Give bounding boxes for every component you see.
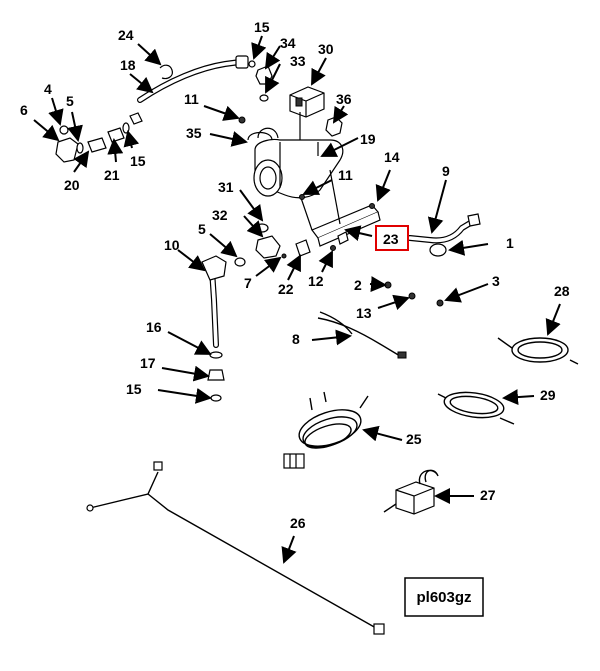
callout-18: 18 <box>120 57 136 73</box>
callout-35: 35 <box>186 125 202 141</box>
callout-4: 4 <box>44 81 52 97</box>
highlight-box-23 <box>375 225 409 251</box>
callout-15a: 15 <box>254 19 270 35</box>
callout-26: 26 <box>290 515 306 531</box>
callout-labels: 1 2 3 4 5 5 6 7 8 9 10 11 11 12 13 14 15… <box>20 19 570 531</box>
callout-36: 36 <box>336 91 352 107</box>
callout-13: 13 <box>356 305 372 321</box>
callout-19: 19 <box>360 131 376 147</box>
screw-11-upper <box>238 116 246 124</box>
reference-code: pl603gz <box>416 589 471 606</box>
callout-33: 33 <box>290 53 306 69</box>
callout-20: 20 <box>64 177 80 193</box>
callout-15b: 15 <box>130 153 146 169</box>
callout-15c: 15 <box>126 381 142 397</box>
clamp-35 <box>247 131 273 141</box>
callout-34: 34 <box>280 35 296 51</box>
exhaust-pipe <box>407 213 481 244</box>
long-harness-26 <box>86 461 385 635</box>
callout-25: 25 <box>406 431 422 447</box>
screw-3 <box>436 299 444 307</box>
callout-10: 10 <box>164 237 180 253</box>
callout-32: 32 <box>212 207 228 223</box>
control-box <box>289 86 325 118</box>
pipe-clamp <box>429 243 447 257</box>
screw-2 <box>384 281 392 289</box>
callout-1: 1 <box>506 235 514 251</box>
callout-31: 31 <box>218 179 234 195</box>
callout-5b: 5 <box>198 221 206 237</box>
reference-code-box: pl603gz <box>404 577 484 617</box>
callout-14: 14 <box>384 149 400 165</box>
callout-6: 6 <box>20 102 28 118</box>
vertical-tube <box>201 255 227 402</box>
callout-16: 16 <box>146 319 162 335</box>
callout-3: 3 <box>492 273 500 289</box>
screw-13 <box>408 292 416 300</box>
upper-hose <box>137 55 249 103</box>
callout-28: 28 <box>554 283 570 299</box>
callout-27: 27 <box>480 487 496 503</box>
top-fittings <box>248 60 273 102</box>
callout-7: 7 <box>244 275 252 291</box>
module-27 <box>383 469 439 515</box>
callout-23: 23 <box>383 231 399 247</box>
leader-arrows <box>33 35 561 564</box>
callout-11a: 11 <box>184 91 199 107</box>
callout-21: 21 <box>104 167 120 183</box>
callout-2: 2 <box>354 277 362 293</box>
callout-8: 8 <box>292 331 300 347</box>
callout-24: 24 <box>118 27 134 43</box>
callout-11b: 11 <box>338 167 353 183</box>
wire-harness-25 <box>283 391 369 469</box>
callout-17: 17 <box>140 355 156 371</box>
fitting-36 <box>325 116 343 137</box>
hose-clamp <box>159 64 173 80</box>
callout-5a: 5 <box>66 93 74 109</box>
coiled-cable-29 <box>437 391 515 425</box>
callout-22: 22 <box>278 281 294 297</box>
callout-9: 9 <box>442 163 450 179</box>
callout-29: 29 <box>540 387 556 403</box>
callout-12: 12 <box>308 273 324 289</box>
coiled-cable-28 <box>497 337 579 365</box>
callout-30: 30 <box>318 41 334 57</box>
